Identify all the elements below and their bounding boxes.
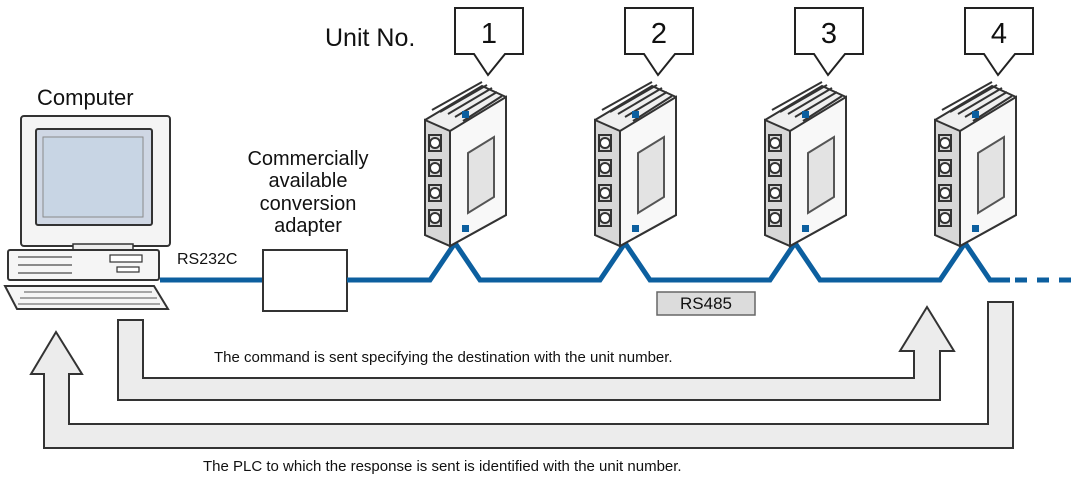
unit-callout-3 bbox=[794, 7, 864, 77]
adapter-line-4: adapter bbox=[274, 215, 342, 238]
unit-device-4 bbox=[934, 7, 1034, 248]
unit-callout-4 bbox=[964, 7, 1034, 77]
unit-number-3: 3 bbox=[820, 18, 838, 50]
unit-number-1: 1 bbox=[480, 18, 498, 50]
adapter-line-3: conversion bbox=[259, 192, 357, 215]
rs485-label: RS485 bbox=[680, 294, 732, 313]
adapter-line-2: available bbox=[268, 170, 348, 193]
unit-callout-1 bbox=[454, 7, 524, 77]
unit-number-4: 4 bbox=[990, 18, 1008, 50]
computer-icon bbox=[3, 115, 171, 310]
adapter-line-1: Commercially bbox=[247, 148, 369, 170]
computer-label: Computer bbox=[37, 85, 134, 110]
unit-no-label: Unit No. bbox=[325, 24, 416, 52]
unit-device-1 bbox=[424, 7, 524, 248]
adapter-label: Commercially available conversion adapte… bbox=[228, 148, 388, 238]
rs232c-label: RS232C bbox=[177, 251, 238, 268]
unit-device-3 bbox=[764, 7, 864, 248]
conversion-adapter-box bbox=[262, 249, 348, 312]
unit-number-2: 2 bbox=[650, 18, 668, 50]
command-arrow bbox=[117, 305, 956, 401]
response-text: The PLC to which the response is sent is… bbox=[203, 458, 682, 475]
unit-device-2 bbox=[594, 7, 694, 248]
rs485-bus bbox=[347, 238, 1010, 283]
rs485-box bbox=[656, 291, 756, 316]
response-arrow bbox=[29, 301, 1014, 449]
unit-callout-2 bbox=[624, 7, 694, 77]
command-text: The command is sent specifying the desti… bbox=[214, 349, 673, 366]
